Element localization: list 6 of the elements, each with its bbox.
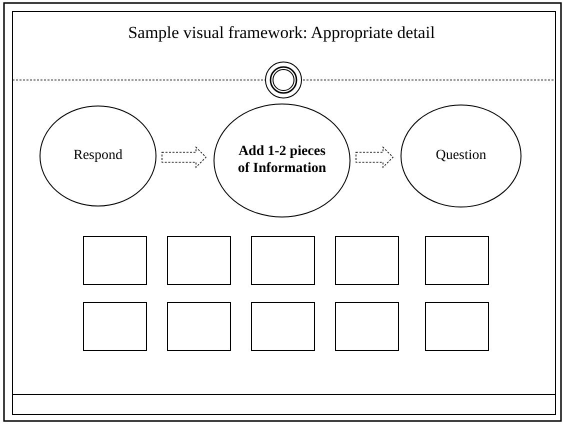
- node-label: Respond: [74, 148, 122, 164]
- slide-title: Sample visual framework: Appropriate detail: [127, 22, 436, 44]
- block-arrow: [162, 146, 207, 168]
- node-label: Question: [436, 148, 486, 164]
- block-arrow: [356, 146, 394, 168]
- node-label: Add 1-2 pieces of Information: [237, 144, 327, 178]
